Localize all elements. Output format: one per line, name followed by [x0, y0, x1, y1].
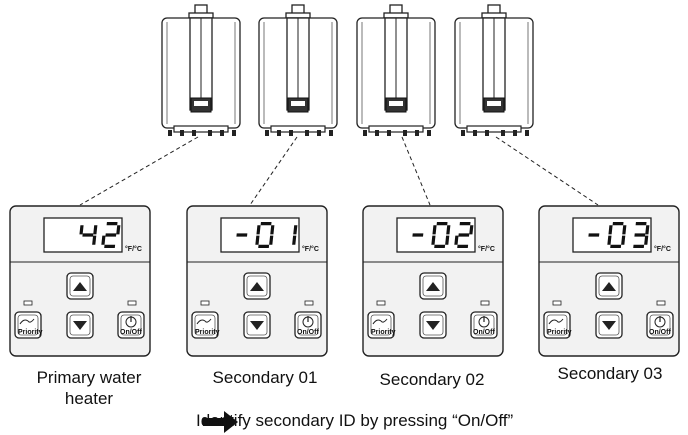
priority-button[interactable]: Priority	[367, 311, 396, 339]
priority-label: Priority	[547, 329, 572, 336]
temperature-down-button[interactable]	[595, 311, 623, 339]
tankless-water-heater-icon	[356, 4, 436, 136]
control-panel: °F/°C Priority On/Off	[538, 205, 680, 357]
display-digit	[607, 222, 627, 249]
on-off-label: On/Off	[473, 329, 495, 336]
temperature-down-button[interactable]	[66, 311, 94, 339]
priority-indicator	[552, 300, 562, 306]
faucet-icon	[196, 318, 212, 325]
chevron-down-icon	[602, 321, 616, 330]
chevron-up-icon	[602, 282, 616, 291]
priority-label: Priority	[195, 329, 220, 336]
connector-line	[79, 136, 199, 206]
display-digit	[236, 233, 248, 237]
faucet-icon	[19, 318, 35, 325]
priority-label: Priority	[371, 329, 396, 336]
temperature-down-button[interactable]	[243, 311, 271, 339]
caption-line: Primary water	[36, 368, 142, 387]
chevron-down-icon	[73, 321, 87, 330]
power-indicator	[304, 300, 314, 306]
right-arrow-icon	[203, 411, 238, 433]
power-indicator	[656, 300, 666, 306]
chevron-up-icon	[73, 282, 87, 291]
heater-group	[161, 4, 534, 136]
on-off-button[interactable]: On/Off	[117, 311, 145, 339]
caption-line: Secondary 02	[379, 370, 485, 389]
control-panel: °F/°C Priority On/Off	[362, 205, 504, 357]
on-off-label: On/Off	[297, 329, 319, 336]
display-digit	[454, 222, 474, 249]
chevron-up-icon	[426, 282, 440, 291]
temperature-up-button[interactable]	[419, 272, 447, 300]
control-panel: °F/°C Priority On/Off	[9, 205, 151, 357]
power-indicator	[480, 300, 490, 306]
caption-secondary-02: Secondary 02	[357, 369, 507, 390]
display-digit	[255, 222, 275, 249]
display-digit	[292, 225, 298, 245]
tankless-water-heater-icon	[258, 4, 338, 136]
caption-secondary-03: Secondary 03	[535, 363, 685, 384]
caption-line: heater	[64, 389, 114, 408]
caption-secondary-01: Secondary 01	[190, 367, 340, 388]
on-off-label: On/Off	[649, 329, 671, 336]
unit-label: °F/°C	[302, 245, 319, 253]
connector-line	[249, 136, 298, 206]
display-digit	[431, 222, 451, 249]
chevron-down-icon	[426, 321, 440, 330]
on-off-label: On/Off	[120, 329, 142, 336]
connector-group	[79, 136, 599, 206]
connector-line	[401, 136, 431, 206]
caption-line: Secondary 03	[557, 364, 663, 383]
on-off-button[interactable]: On/Off	[294, 311, 322, 339]
display-digit	[412, 233, 424, 237]
caption-primary: Primary water heater	[14, 367, 164, 409]
faucet-icon	[548, 318, 564, 325]
faucet-icon	[372, 318, 388, 325]
on-off-button[interactable]: On/Off	[470, 311, 498, 339]
connector-line	[495, 136, 599, 206]
temperature-up-button[interactable]	[66, 272, 94, 300]
priority-label: Priority	[18, 329, 43, 336]
display-digit	[101, 222, 121, 249]
priority-button[interactable]: Priority	[14, 311, 43, 339]
priority-indicator	[200, 300, 210, 306]
control-panel: °F/°C Priority On/Off	[186, 205, 328, 357]
unit-label: °F/°C	[125, 245, 142, 253]
display-digit	[588, 233, 600, 237]
power-indicator	[127, 300, 137, 306]
display-digit	[79, 225, 98, 245]
chevron-up-icon	[250, 282, 264, 291]
temperature-down-button[interactable]	[419, 311, 447, 339]
temperature-up-button[interactable]	[595, 272, 623, 300]
instruction-note: Identify secondary ID by pressing “On/Of…	[196, 411, 514, 430]
tankless-water-heater-icon	[161, 4, 241, 136]
priority-indicator	[376, 300, 386, 306]
unit-label: °F/°C	[654, 245, 671, 253]
priority-indicator	[23, 300, 33, 306]
temperature-up-button[interactable]	[243, 272, 271, 300]
on-off-button[interactable]: On/Off	[646, 311, 674, 339]
priority-button[interactable]: Priority	[543, 311, 572, 339]
chevron-down-icon	[250, 321, 264, 330]
priority-button[interactable]: Priority	[191, 311, 220, 339]
display-digit	[633, 222, 650, 249]
unit-label: °F/°C	[478, 245, 495, 253]
tankless-water-heater-icon	[454, 4, 534, 136]
caption-line: Secondary 01	[212, 368, 318, 387]
